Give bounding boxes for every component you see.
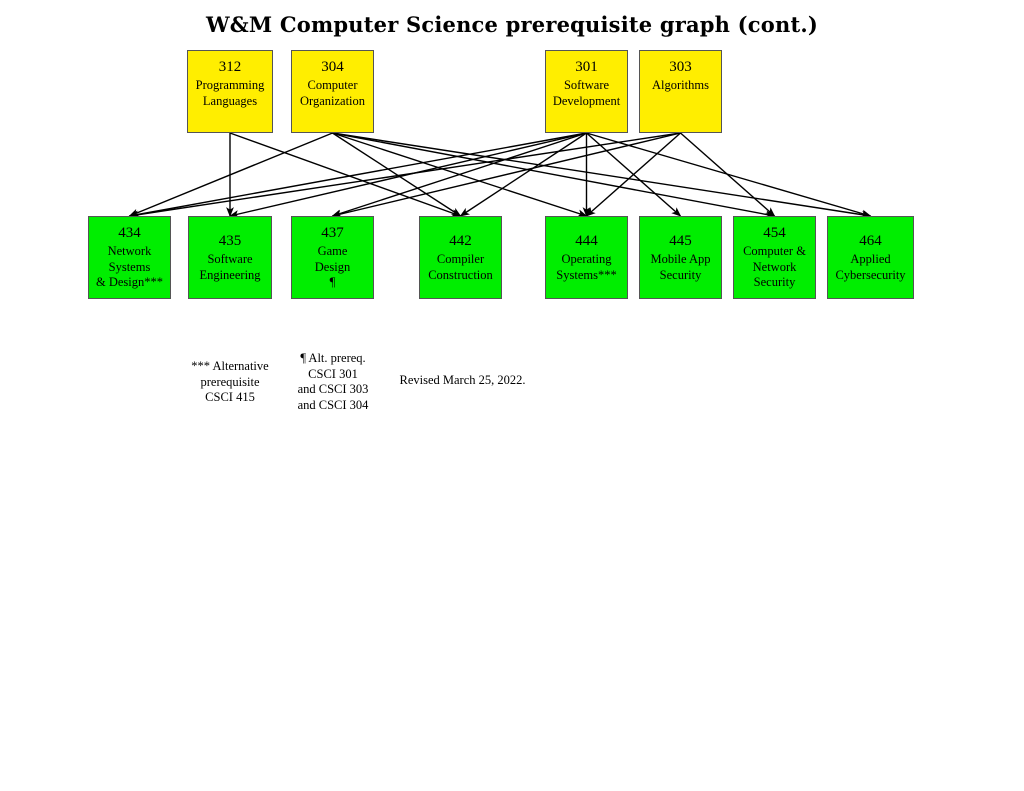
course-title: Mobile App Security	[650, 252, 711, 282]
game-design-alt-prereq-note: ¶ Alt. prereq. CSCI 301 and CSCI 303 and…	[297, 351, 369, 412]
edge-301-to-434	[128, 132, 587, 219]
course-number: 304	[321, 59, 344, 75]
course-node-454: 454 Computer & Network Security	[733, 216, 816, 299]
course-number: 444	[575, 233, 598, 249]
course-title: Network Systems & Design***	[95, 244, 163, 290]
edge-312-to-442	[229, 132, 462, 217]
course-number: 442	[449, 233, 472, 249]
course-number: 437	[321, 225, 344, 242]
edge-303-to-444	[585, 132, 681, 217]
course-number: 464	[859, 233, 882, 249]
course-number: 445	[669, 233, 692, 249]
course-title: Software Development	[552, 78, 621, 108]
course-node-444: 444 Operating Systems***	[545, 216, 628, 299]
course-node-435: 435 Software Engineering	[188, 216, 272, 299]
edge-301-to-435	[229, 132, 587, 218]
edge-304-to-442	[332, 132, 462, 217]
edge-304-to-444	[332, 132, 588, 217]
edge-301-to-437	[331, 132, 587, 217]
course-node-437: 437 Game Design ¶	[291, 216, 374, 299]
course-title: Operating Systems***	[556, 252, 617, 282]
course-title: Computer Organization	[299, 78, 366, 108]
edge-304-to-454	[332, 132, 776, 219]
course-number: 312	[218, 59, 242, 75]
course-number: 434	[118, 225, 141, 242]
course-node-445: 445 Mobile App Security	[639, 216, 722, 299]
edge-303-to-434	[128, 132, 681, 219]
course-title: Compiler Construction	[428, 252, 493, 282]
edge-301-to-442	[459, 132, 587, 217]
course-title: Programming Languages	[195, 78, 265, 108]
edge-303-to-454	[680, 132, 776, 217]
course-node-304: 304 Computer Organization	[291, 50, 374, 133]
alternative-prereq-note: *** Alternative prerequisite CSCI 415	[191, 359, 269, 404]
edge-303-to-437	[331, 132, 681, 218]
edge-301-to-445	[586, 132, 682, 217]
course-title: Software Engineering	[199, 252, 261, 282]
course-title: Applied Cybersecurity	[835, 252, 906, 282]
edge-304-to-434	[128, 132, 333, 217]
course-number: 435	[218, 233, 242, 249]
course-number: 301	[575, 59, 598, 75]
edge-304-to-464	[332, 132, 872, 219]
course-node-434: 434 Network Systems & Design***	[88, 216, 171, 299]
course-title: Algorithms	[652, 78, 709, 92]
course-title: Game Design ¶	[314, 244, 351, 290]
course-node-301: 301 Software Development	[545, 50, 628, 133]
course-number: 454	[763, 225, 786, 242]
course-node-312: 312 Programming Languages	[187, 50, 273, 133]
course-node-464: 464 Applied Cybersecurity	[827, 216, 914, 299]
course-node-442: 442 Compiler Construction	[419, 216, 502, 299]
course-node-303: 303 Algorithms	[639, 50, 722, 133]
revised-date-note: Revised March 25, 2022.	[399, 373, 526, 387]
page-title: W&M Computer Science prerequisite graph …	[205, 12, 819, 37]
edge-301-to-464	[586, 132, 872, 218]
course-number: 303	[669, 59, 692, 75]
course-title: Computer & Network Security	[743, 244, 806, 290]
